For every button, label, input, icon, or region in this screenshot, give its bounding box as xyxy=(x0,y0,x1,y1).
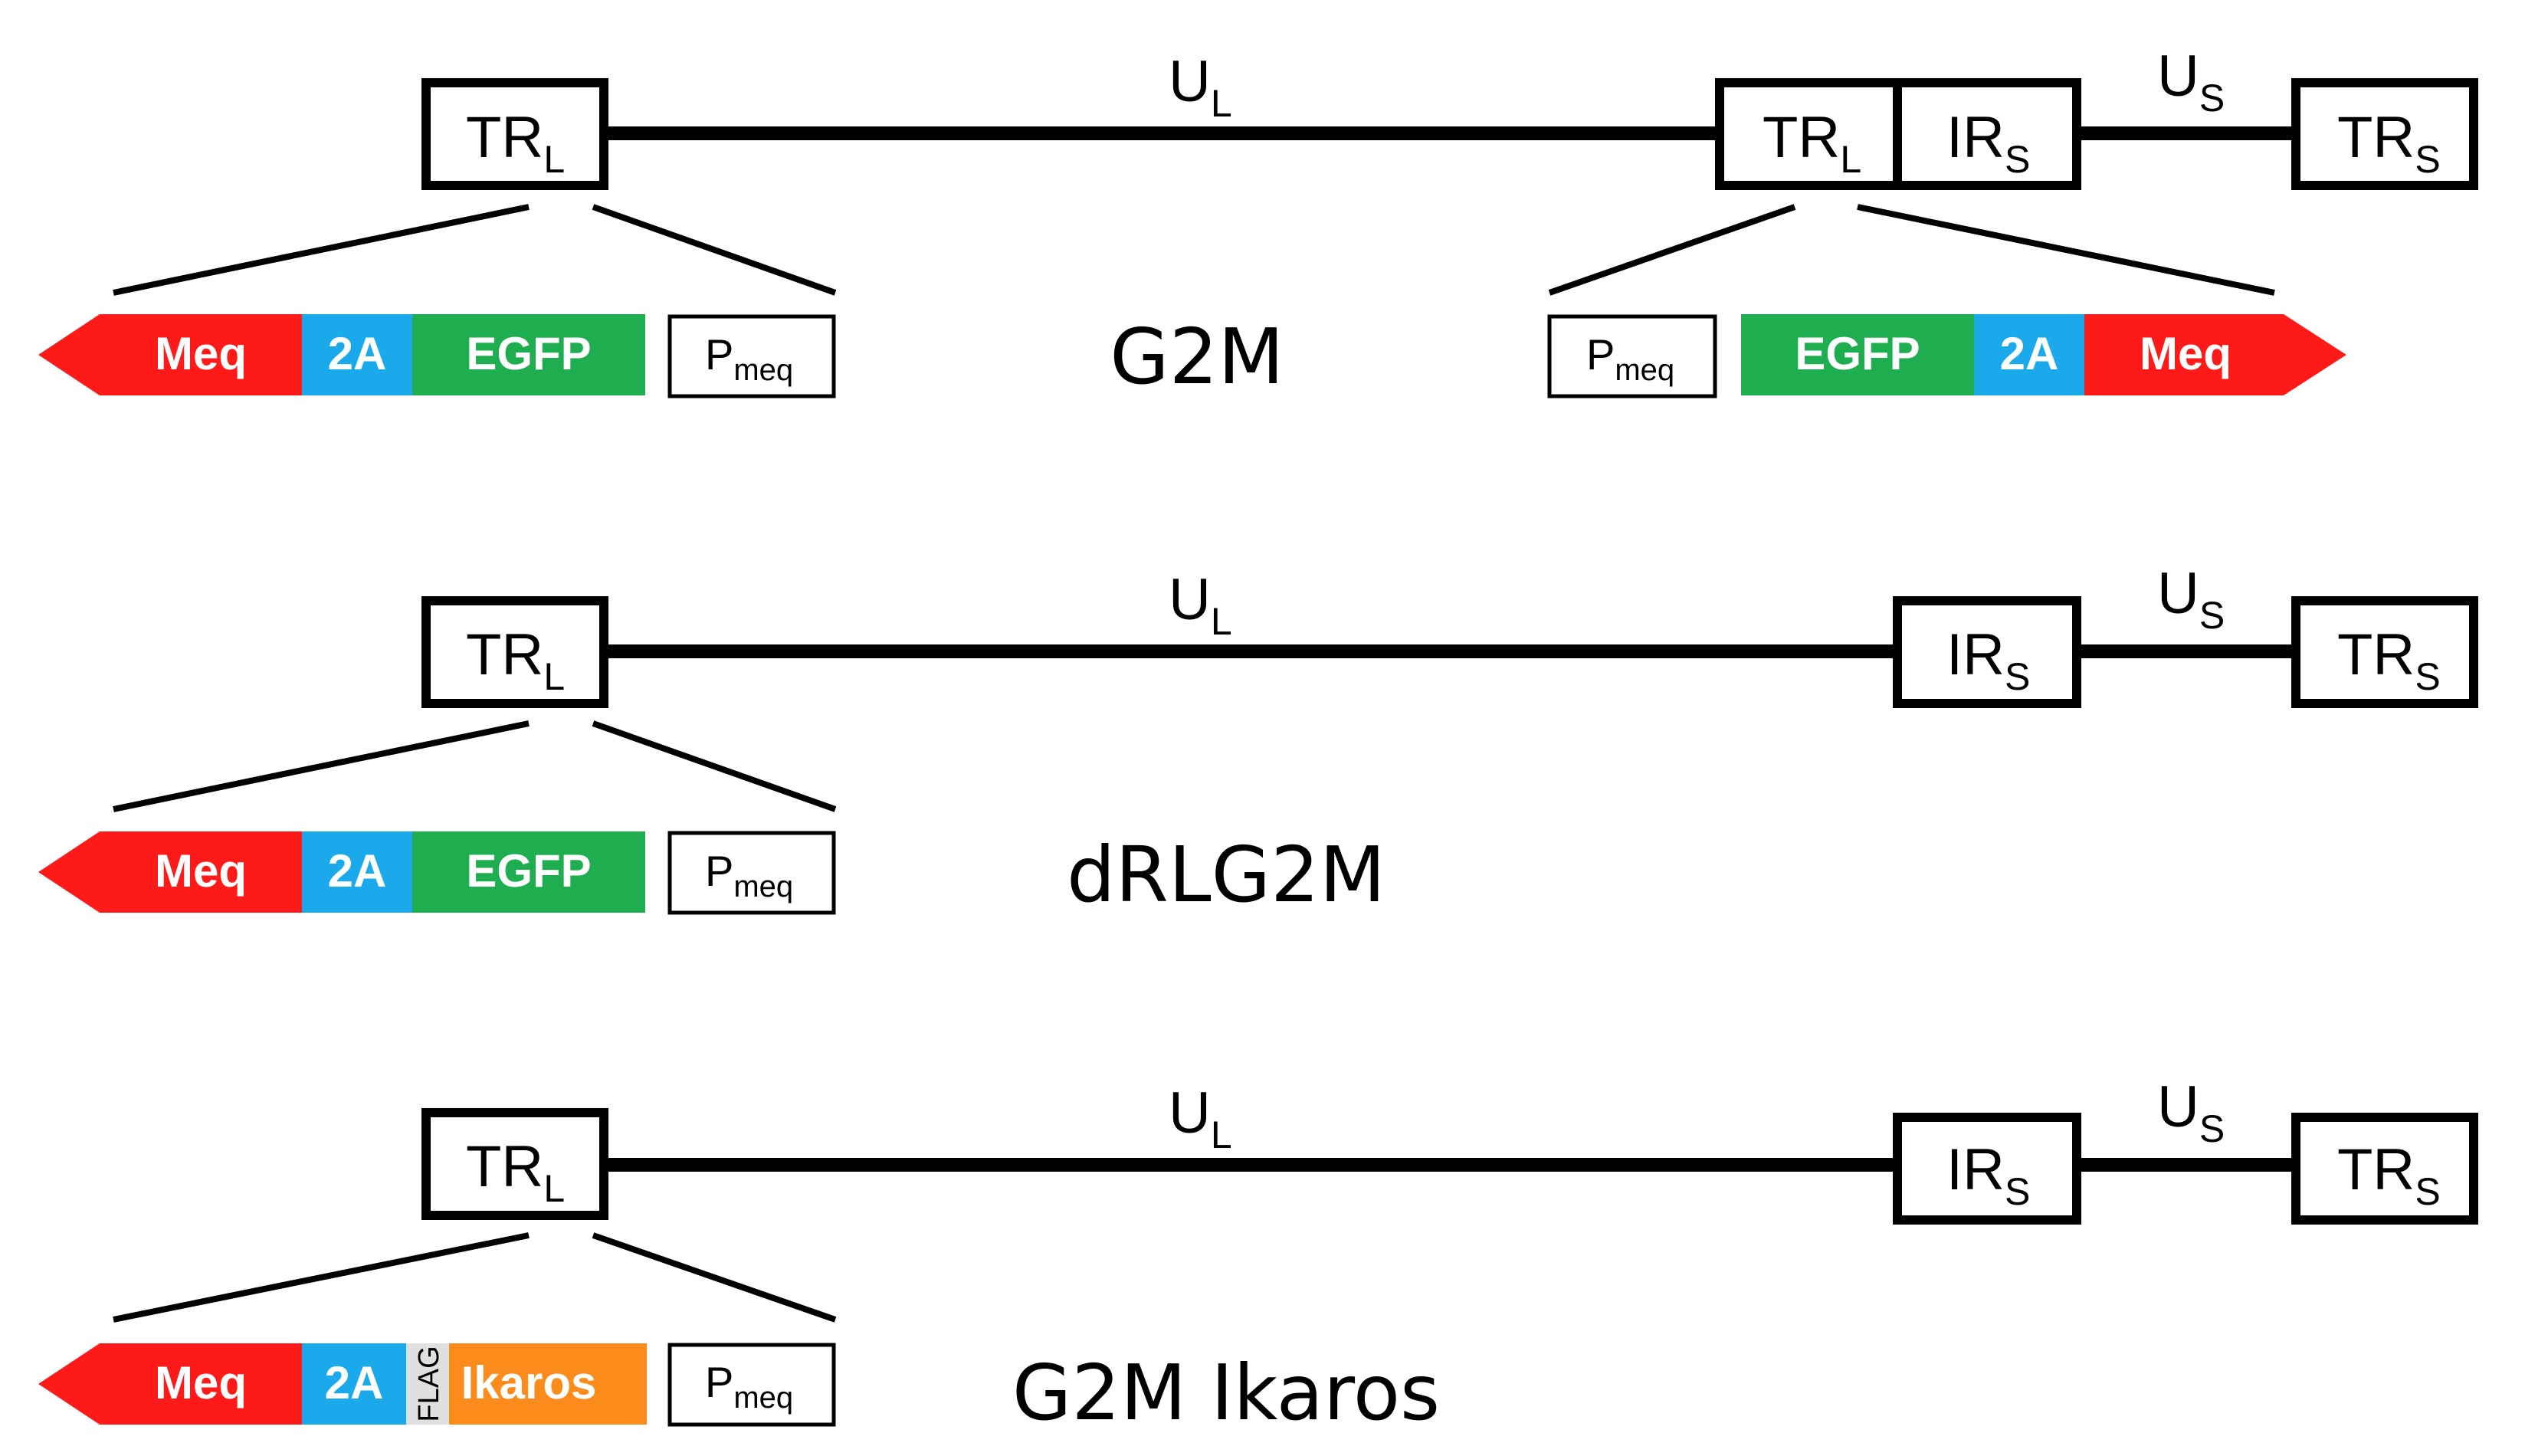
us-label: US xyxy=(2157,44,2225,120)
flag-tag-segment xyxy=(406,1343,449,1425)
meq-label: Meq xyxy=(155,1357,247,1408)
zoom-line-right xyxy=(592,720,837,812)
trl-box xyxy=(421,78,608,190)
zoom-line-left xyxy=(1548,204,1796,296)
irs-box xyxy=(1893,78,2081,190)
irs-box xyxy=(1893,596,2081,708)
ikaros-segment xyxy=(449,1343,647,1425)
p2a-label: 2A xyxy=(328,845,387,897)
pmeq-promoter-box xyxy=(667,1343,836,1427)
pmeq-label: Pmeq xyxy=(705,330,793,387)
pmeq-label: Pmeq xyxy=(705,847,793,903)
egfp-label: EGFP xyxy=(1795,328,1920,379)
p2a-segment xyxy=(1974,314,2084,395)
p2a-label: 2A xyxy=(2000,328,2059,379)
ikaros-label: Ikaros xyxy=(461,1357,597,1408)
trs-box xyxy=(2291,596,2478,708)
p2a-segment xyxy=(302,1343,406,1425)
pmeq-promoter-box xyxy=(667,314,836,398)
trl-internal-box xyxy=(1715,78,1902,190)
trs-box xyxy=(2291,78,2478,190)
meq-arrow-segment xyxy=(38,1343,302,1425)
meq-arrow-segment xyxy=(2084,314,2346,395)
zoom-line-right xyxy=(1857,204,2275,296)
ul-label: UL xyxy=(1169,49,1232,125)
zoom-line-right xyxy=(592,204,837,296)
egfp-segment xyxy=(412,314,645,395)
trl-label: TRL xyxy=(466,105,565,181)
pmeq-promoter-box xyxy=(1547,314,1717,398)
meq-arrow-segment xyxy=(38,314,302,395)
egfp-label: EGFP xyxy=(466,328,591,379)
ul-label: UL xyxy=(1169,1081,1232,1156)
egfp-segment xyxy=(412,831,645,913)
trs-label: TRS xyxy=(2337,1137,2441,1213)
construct-title: dRLG2M xyxy=(1067,830,1385,920)
trl-internal-label: TRL xyxy=(1763,105,1861,181)
p2a-segment xyxy=(302,831,412,913)
trs-box xyxy=(2291,1113,2478,1225)
irs-label: IRS xyxy=(1946,1137,2030,1213)
construct-title: G2M Ikaros xyxy=(1012,1348,1440,1438)
egfp-label: EGFP xyxy=(466,845,591,897)
trl-box xyxy=(421,596,608,708)
zoom-line-left xyxy=(113,1232,530,1323)
p2a-segment xyxy=(302,314,412,395)
meq-label: Meq xyxy=(155,845,247,897)
meq-label: Meq xyxy=(155,328,247,379)
zoom-line-right xyxy=(592,1232,837,1323)
irs-label: IRS xyxy=(1946,105,2030,181)
egfp-segment xyxy=(1741,314,1974,395)
us-label: US xyxy=(2157,1074,2225,1150)
construct-title: G2M xyxy=(1110,312,1284,402)
zoom-line-left xyxy=(113,720,530,812)
p2a-label: 2A xyxy=(325,1357,384,1408)
pmeq-label: Pmeq xyxy=(705,1358,793,1415)
meq-label: Meq xyxy=(2140,328,2232,379)
pmeq-promoter-box xyxy=(667,831,836,915)
trl-label: TRL xyxy=(466,622,565,698)
ul-label: UL xyxy=(1169,567,1232,643)
flag-label: FLAG xyxy=(413,1346,445,1422)
trl-label: TRL xyxy=(466,1134,565,1210)
zoom-line-left xyxy=(113,204,530,296)
trs-label: TRS xyxy=(2337,105,2441,181)
trs-label: TRS xyxy=(2337,622,2441,698)
trl-box xyxy=(421,1108,608,1220)
irs-box xyxy=(1893,1113,2081,1225)
pmeq-label: Pmeq xyxy=(1586,330,1674,387)
us-label: US xyxy=(2157,561,2225,637)
g2m-ikaros-genome-map: TRL UL IRS US TRS Meq 2A FLAG Ikaros Pme… xyxy=(38,1074,2478,1438)
g2m-genome-map: TRL UL TRL IRS US TRS Meq 2A EGFP Pmeq P… xyxy=(38,44,2478,402)
meq-arrow-segment xyxy=(38,831,302,913)
irs-label: IRS xyxy=(1946,622,2030,698)
p2a-label: 2A xyxy=(328,328,387,379)
drlg2m-genome-map: TRL UL IRS US TRS Meq 2A EGFP Pmeq dRLG2… xyxy=(38,561,2478,920)
